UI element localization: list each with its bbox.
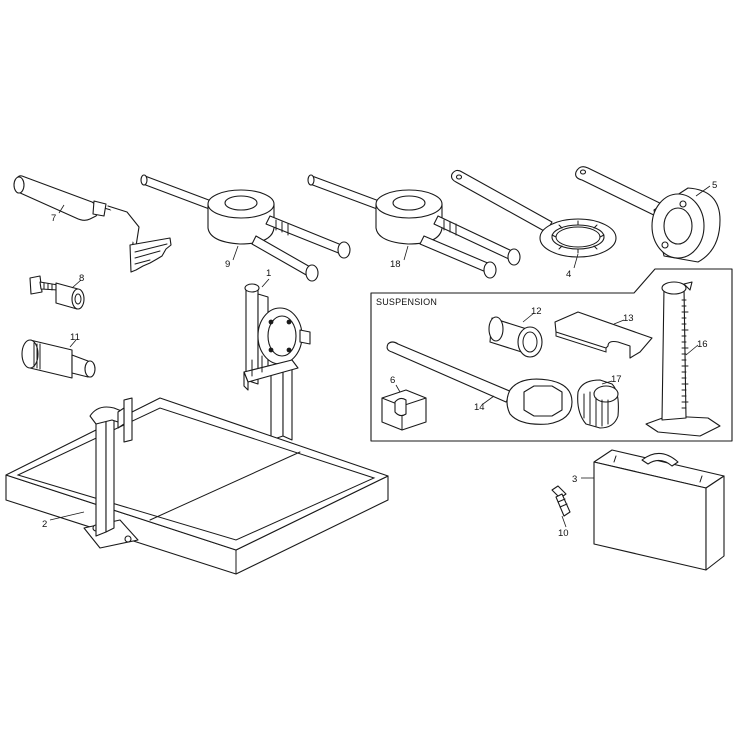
callout-6: 6: [390, 375, 395, 386]
part-18-clamp: [307, 174, 521, 279]
part-17-collet: [577, 379, 619, 429]
leader-lines: [49, 185, 711, 528]
callout-9: 9: [225, 259, 230, 270]
callout-11: 11: [70, 332, 80, 343]
suspension-title: SUSPENSION: [376, 297, 437, 307]
suspension-box: SUSPENSION: [370, 268, 733, 442]
part-4-wrench: [450, 169, 617, 258]
callout-3: 3: [572, 474, 577, 485]
callout-2: 2: [42, 519, 47, 530]
callout-5: 5: [712, 180, 717, 191]
callout-1: 1: [266, 268, 271, 279]
part-5-socket-wrench: [575, 166, 721, 263]
callout-8: 8: [79, 273, 84, 284]
part-2-tray: [5, 397, 389, 575]
callout-13: 13: [623, 313, 634, 324]
part-10-valve: [551, 485, 571, 517]
callout-4: 4: [566, 269, 571, 280]
part-3-case: [593, 449, 725, 571]
callout-numbers: 1 2 3 4 5 6 7 8 9 10 11 12 13 14 16 17 1…: [42, 180, 717, 539]
part-8-adapter: [29, 275, 85, 310]
part-7-tool: [13, 175, 172, 273]
part-12-sleeve: [488, 316, 543, 358]
callout-12: 12: [531, 306, 542, 317]
part-1-stand: [243, 283, 311, 441]
part-16-cylinder: [645, 281, 721, 437]
callout-14: 14: [474, 402, 485, 413]
callout-7: 7: [51, 213, 56, 224]
part-14-octagon-wrench: [386, 341, 573, 425]
part-6-block: [381, 389, 427, 431]
callout-16: 16: [697, 339, 708, 350]
part-11-bushing: [21, 339, 96, 379]
part-13-shim: [554, 311, 653, 359]
callout-18: 18: [390, 259, 401, 270]
callout-10: 10: [558, 528, 569, 539]
callout-17: 17: [611, 374, 622, 385]
part-9-clamp: [140, 174, 351, 282]
